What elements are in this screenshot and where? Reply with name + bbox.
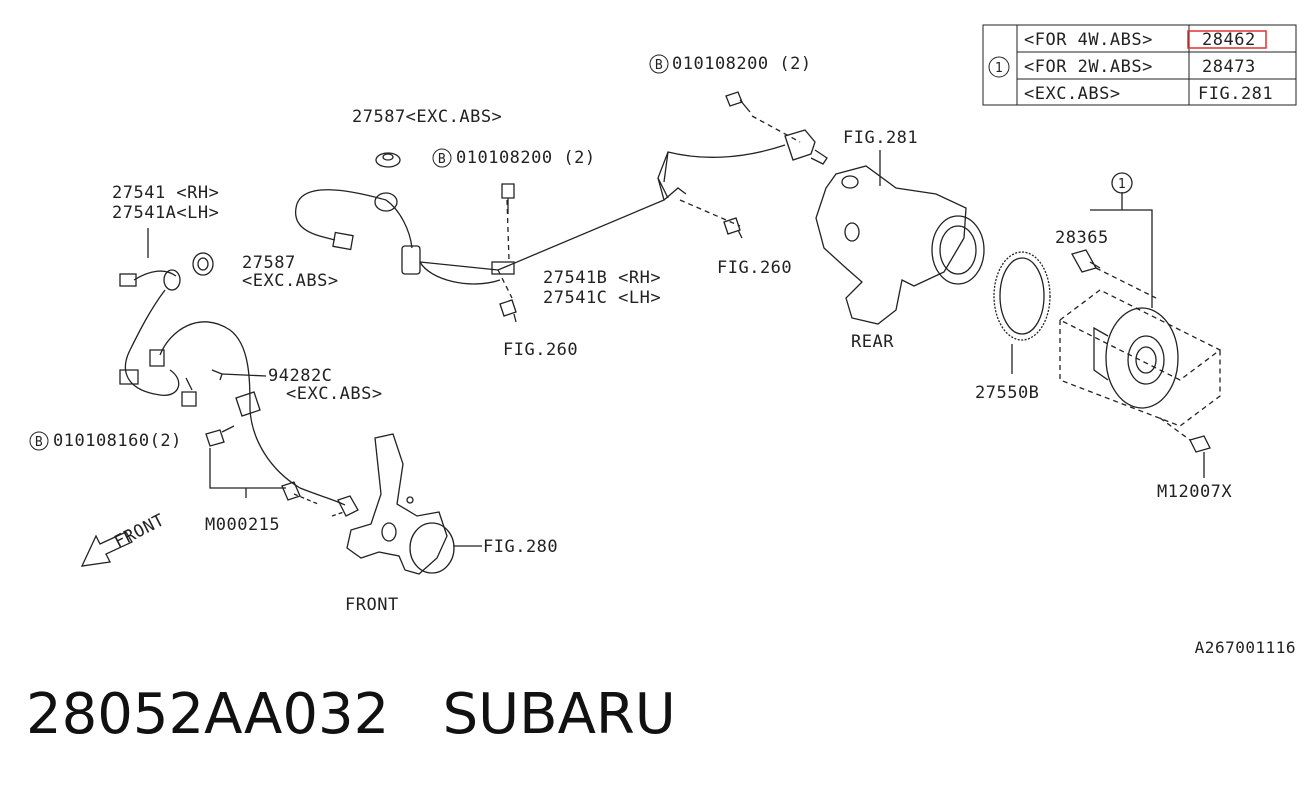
label-bolt-mid[interactable]: 010108200 (2) [456, 148, 596, 168]
diagram-id: A267001116 [1195, 638, 1296, 657]
bolt-marker-left-text: B [35, 435, 43, 450]
table-row-3-part[interactable]: FIG.281 [1198, 84, 1273, 104]
label-fig260-b[interactable]: FIG.260 [503, 340, 578, 360]
label-sensor-front-rh[interactable]: 27541 <RH> [112, 183, 219, 203]
label-grommet-left-note: <EXC.ABS> [242, 271, 339, 291]
hub-icon [1058, 289, 1222, 427]
label-bolt-left[interactable]: 010108160(2) [53, 431, 182, 451]
rear-knuckle-icon [815, 150, 985, 325]
label-fig280[interactable]: FIG.280 [483, 537, 558, 557]
bolt-marker-top [649, 54, 669, 74]
label-arrow-front: FRONT [111, 510, 168, 552]
brand-name: SUBARU [442, 682, 676, 747]
bolt-left-2-icon [205, 425, 235, 447]
front-sensor-icon [337, 495, 359, 517]
table-row-1-condition: <FOR 4W.ABS> [1024, 30, 1153, 50]
label-fig281[interactable]: FIG.281 [843, 128, 918, 148]
label-bolt-bottom[interactable]: M12007X [1157, 482, 1232, 502]
label-sensor-rear-lh[interactable]: 27541C <LH> [543, 288, 661, 308]
bolt-bottom-icon [1189, 435, 1211, 478]
part-number: 28052AA032 [26, 682, 390, 747]
tone-ring-icon [993, 251, 1051, 374]
label-rear: REAR [851, 332, 894, 352]
part-highlight-box [1187, 30, 1267, 49]
table-marker: 1 [995, 61, 1003, 76]
hub-marker-text: 1 [1118, 177, 1126, 192]
part-title: 28052AA032 SUBARU [26, 682, 676, 747]
table-row-3-condition: <EXC.ABS> [1024, 84, 1121, 104]
front-knuckle-icon [346, 433, 482, 575]
bolt-left-icon [181, 377, 197, 407]
label-sensor-rear-rh[interactable]: 27541B <RH> [543, 268, 661, 288]
rear-harness-cable [419, 144, 786, 271]
label-sensor-front-lh[interactable]: 27541A<LH> [112, 203, 219, 223]
front-harness-cable [124, 289, 180, 396]
hub-bolt-icon [1071, 249, 1101, 273]
bolt-marker-top-text: B [655, 58, 663, 73]
clip-94282c-icon [211, 369, 223, 381]
line-art [80, 91, 1222, 575]
bolt-marker-left [29, 431, 49, 451]
rear-sensor-icon [784, 129, 828, 165]
label-tone-ring[interactable]: 27550B [975, 383, 1039, 403]
clip-icon [235, 391, 261, 417]
label-screw[interactable]: M000215 [205, 515, 280, 535]
front-arrow-icon [80, 531, 133, 567]
bolt-mid-icon [501, 183, 515, 214]
rear-harness-loop [295, 189, 387, 241]
table-row-2-part[interactable]: 28473 [1202, 57, 1256, 77]
table-row-1-part[interactable]: 28462 [1202, 30, 1256, 50]
grommet-top-icon [375, 152, 401, 168]
label-fig260-a[interactable]: FIG.260 [717, 258, 792, 278]
table-row-2-condition: <FOR 2W.ABS> [1024, 57, 1153, 77]
bolt-top-icon [725, 91, 801, 143]
bolt-marker-mid-text: B [438, 152, 446, 167]
bolt-fig260-a-icon [723, 217, 743, 239]
label-bolt-hub[interactable]: 28365 [1055, 228, 1109, 248]
bolt-fig260-b-icon [499, 299, 517, 323]
label-bolt-top[interactable]: 010108200 (2) [672, 54, 812, 74]
label-grommet-top[interactable]: 27587<EXC.ABS> [352, 107, 502, 127]
label-clip-note: <EXC.ABS> [286, 384, 383, 404]
label-clip[interactable]: 94282C [268, 366, 332, 386]
label-front: FRONT [345, 595, 399, 615]
screw-icon [281, 481, 301, 501]
label-grommet-left[interactable]: 27587 [242, 253, 296, 273]
grommet-left-icon [192, 252, 214, 276]
reference-table [982, 24, 1297, 106]
bolt-marker-mid [432, 148, 452, 168]
